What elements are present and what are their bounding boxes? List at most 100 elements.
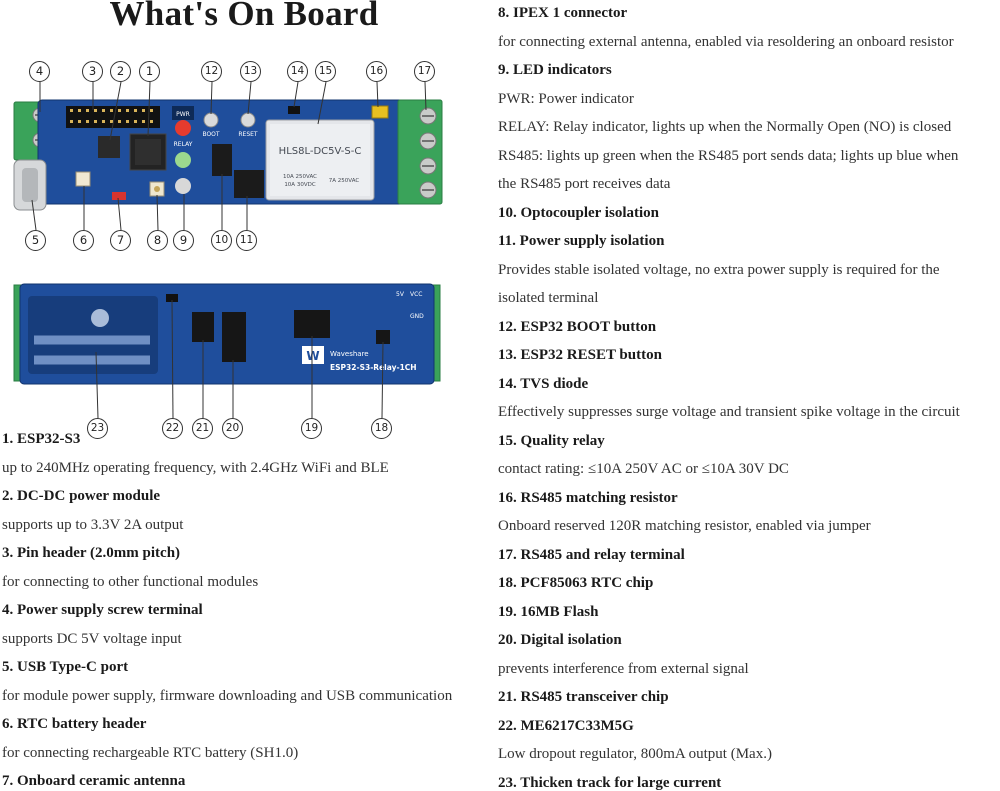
callout-14: 14 (287, 61, 308, 82)
feature-heading: 17. RS485 and relay terminal (498, 546, 685, 563)
reset-silk: RESET (238, 131, 258, 138)
five-v-silk: 5V (396, 291, 405, 298)
feature-heading: 11. Power supply isolation (498, 233, 665, 249)
feature-heading: 3. Pin header (2.0mm pitch) (2, 545, 181, 561)
callout-5: 5 (25, 230, 46, 251)
callout-6: 6 (73, 230, 94, 251)
feature-heading: 5. USB Type-C port (2, 659, 129, 675)
feature-description: Provides stable isolated voltage, no ext… (498, 261, 940, 278)
callout-23: 23 (87, 418, 108, 439)
gnd-silk: GND (410, 313, 424, 320)
feature-heading: 7. Onboard ceramic antenna (2, 773, 186, 789)
feature-description: for connecting rechargeable RTC battery … (2, 744, 299, 761)
relay-rating-3: 7A 250VAC (329, 178, 360, 184)
callout-7: 7 (110, 230, 131, 251)
rs485-transceiver (192, 312, 214, 342)
feature-heading: 16. RS485 matching resistor (498, 489, 678, 506)
feature-description: prevents interference from external sign… (498, 660, 749, 677)
feature-heading: 2. DC-DC power module (2, 488, 161, 504)
rs485-relay-terminal (397, 99, 443, 205)
feature-heading: 15. Quality relay (498, 432, 605, 449)
feature-heading: 8. IPEX 1 connector (498, 5, 628, 21)
reset-button (240, 112, 256, 128)
feature-heading: 10. Optocoupler isolation (498, 204, 659, 221)
feature-description: RS485: lights up green when the RS485 po… (498, 147, 959, 164)
leader-lines (31, 81, 427, 419)
feature-description: Effectively suppresses surge voltage and… (498, 404, 960, 420)
callout-8: 8 (147, 230, 168, 251)
feature-description: up to 240MHz operating frequency, with 2… (2, 459, 389, 476)
feature-heading: 18. PCF85063 RTC chip (498, 575, 654, 591)
callout-2: 2 (110, 61, 131, 82)
feature-heading: 14. TVS diode (498, 375, 589, 392)
ldo-regulator (166, 294, 178, 302)
feature-heading: 23. Thicken track for large current (498, 774, 722, 791)
boot-button (203, 112, 219, 128)
feature-heading: 21. RS485 transceiver chip (498, 689, 669, 705)
pwr-silk: PWR (176, 111, 190, 118)
feature-heading: 13. ESP32 RESET button (498, 347, 662, 363)
feature-heading: 19. 16MB Flash (498, 603, 599, 620)
feature-heading: 1. ESP32-S3 (2, 431, 81, 447)
callout-1: 1 (139, 61, 160, 82)
pin-header (66, 106, 160, 128)
feature-description: Onboard reserved 120R matching resistor,… (498, 518, 871, 534)
boot-silk: BOOT (202, 131, 219, 138)
rs485-led (175, 178, 191, 194)
optocoupler (212, 144, 232, 176)
relay-silk: RELAY (174, 141, 193, 148)
feature-description: Low dropout regulator, 800mA output (Max… (498, 746, 772, 762)
board-top-view: PWR RELAY BOOT RESET HLS8L-DC5V-S-C 10A … (13, 99, 443, 211)
relay-led (175, 152, 191, 168)
callout-15: 15 (315, 61, 336, 82)
feature-description: for connecting to other functional modul… (2, 573, 259, 590)
callout-17: 17 (414, 61, 435, 82)
feature-description: isolated terminal (498, 290, 599, 306)
callout-9: 9 (173, 230, 194, 251)
callout-10: 10 (211, 230, 232, 251)
feature-heading: 20. Digital isolation (498, 632, 622, 648)
rtc-battery-header (75, 171, 91, 187)
flash-chip (294, 310, 330, 338)
vcc-silk: VCC (410, 291, 422, 298)
callout-19: 19 (301, 418, 322, 439)
callout-18: 18 (371, 418, 392, 439)
brand-silk: Waveshare (330, 350, 369, 358)
feature-heading: 22. ME6217C33M5G (498, 717, 634, 734)
feature-description: PWR: Power indicator (498, 90, 634, 107)
relay-rating-1: 10A 250VAC (283, 174, 317, 180)
callout-21: 21 (192, 418, 213, 439)
feature-description: for module power supply, firmware downlo… (2, 687, 453, 704)
matching-resistor-jumper (371, 105, 389, 119)
feature-heading: 6. RTC battery header (2, 716, 147, 732)
board-diagram: PWR RELAY BOOT RESET HLS8L-DC5V-S-C 10A … (13, 81, 443, 419)
thick-track-area (28, 296, 158, 374)
feature-description: supports DC 5V voltage input (2, 630, 182, 647)
isolated-power-module (234, 170, 264, 198)
callout-12: 12 (201, 61, 222, 82)
dc-dc-module (98, 136, 120, 158)
tvs-diode (288, 106, 300, 114)
callout-3: 3 (82, 61, 103, 82)
svg-text:W: W (306, 349, 319, 363)
ceramic-antenna (112, 192, 126, 200)
model-silk: ESP32-S3-Relay-1CH (330, 363, 417, 372)
feature-heading: 9. LED indicators (498, 62, 612, 78)
callout-16: 16 (366, 61, 387, 82)
feature-heading: 12. ESP32 BOOT button (498, 318, 657, 335)
relay-model-silk: HLS8L-DC5V-S-C (279, 146, 362, 157)
page-title: What's On Board (109, 0, 379, 33)
callout-22: 22 (162, 418, 183, 439)
feature-description: supports up to 3.3V 2A output (2, 516, 184, 533)
feature-description: contact rating: ≤10A 250V AC or ≤10A 30V… (498, 461, 789, 477)
rtc-chip (376, 330, 390, 344)
callout-11: 11 (236, 230, 257, 251)
board-bottom-view: W Waveshare ESP32-S3-Relay-1CH VCC 5V GN… (13, 283, 441, 385)
feature-description: RELAY: Relay indicator, lights up when t… (498, 119, 952, 135)
callout-20: 20 (222, 418, 243, 439)
feature-description: for connecting external antenna, enabled… (498, 33, 954, 50)
relay-rating-2: 10A 30VDC (284, 182, 316, 188)
feature-heading: 4. Power supply screw terminal (2, 602, 203, 618)
pwr-led (175, 120, 191, 136)
digital-isolator (222, 312, 246, 362)
